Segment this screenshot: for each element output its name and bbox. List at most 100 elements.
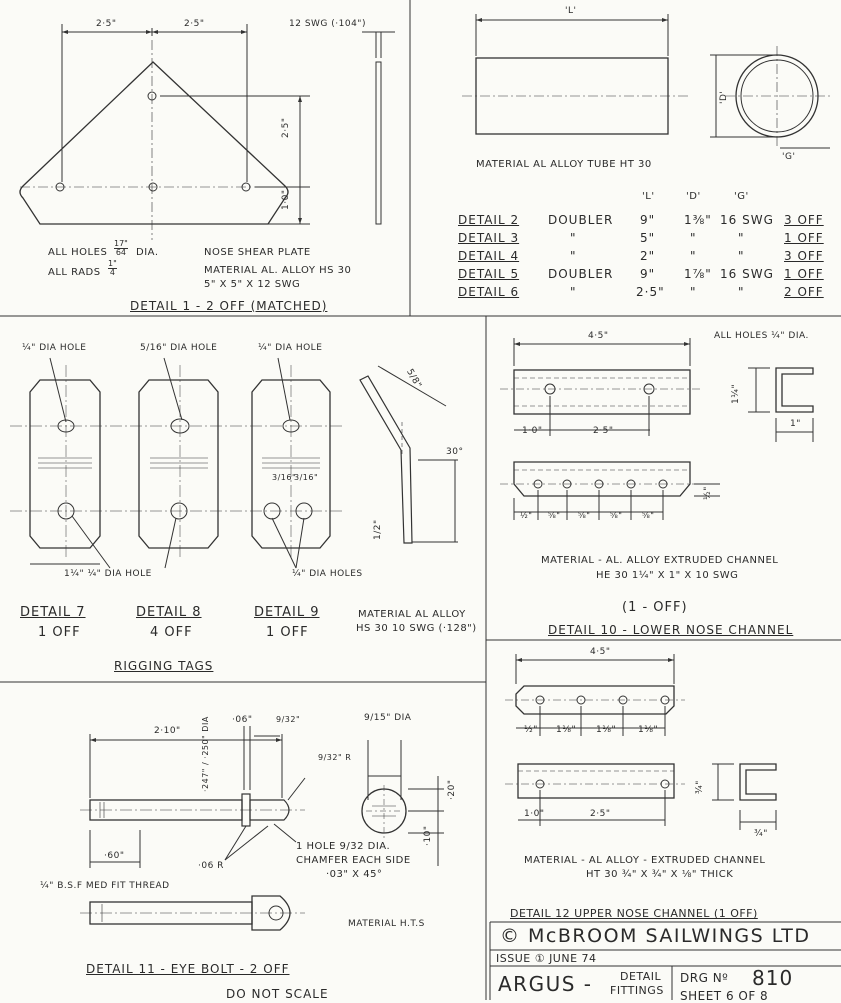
lower-channel-pitch-first: 1·0"	[522, 426, 543, 436]
eye-bolt-material: MATERIAL H.T.S	[348, 919, 425, 929]
eye-bolt-thread-length: ·60"	[104, 851, 125, 861]
detail-7-qty: 1 OFF	[38, 625, 81, 640]
row-detail: DETAIL 2	[458, 213, 520, 227]
table-row: DETAIL 4 " 2" " " 3 OFF	[458, 250, 838, 268]
upper-channel-pitch: ½"	[524, 725, 538, 735]
row-d: "	[690, 285, 697, 299]
holes-note-fraction: 17"64	[114, 239, 128, 257]
row-name: DOUBLER	[548, 213, 614, 227]
eye-bolt-eye-offset: ·10"	[423, 825, 433, 846]
row-l: 2·5"	[636, 285, 665, 299]
company-name: © McBROOM SAILWINGS LTD	[500, 925, 811, 947]
lower-channel-height: 1¼"	[731, 383, 741, 404]
row-g: "	[738, 285, 745, 299]
row-qty: 1 OFF	[784, 267, 824, 281]
row-name: "	[570, 231, 577, 245]
table-row: DETAIL 5 DOUBLER 9" 1⅞" 16 SWG 1 OFF	[458, 268, 838, 286]
nose-shear-plate-name: NOSE SHEAR PLATE	[204, 247, 311, 258]
row-qty: 1 OFF	[784, 231, 824, 245]
nose-shear-plate-size: 5" X 5" X 12 SWG	[204, 279, 301, 290]
row-l: 2"	[640, 249, 656, 263]
lower-channel-pitch: ⅝"	[610, 511, 623, 520]
bend-angle: 30°	[446, 447, 464, 457]
eye-bolt-length: 2·10"	[154, 726, 181, 736]
lower-channel-qty: (1 - OFF)	[622, 600, 688, 615]
eye-bolt-hole-note-2: CHAMFER EACH SIDE	[296, 855, 411, 866]
tube-material: MATERIAL AL ALLOY TUBE HT 30	[476, 159, 652, 170]
lower-channel-width: 1"	[790, 419, 801, 429]
row-name: "	[570, 249, 577, 263]
tag-7-hole-note: ¼" DIA HOLE	[22, 343, 87, 353]
upper-channel-material-2: HT 30 ¾" X ¾" X ⅛" THICK	[586, 869, 734, 880]
rigging-material-1: MATERIAL AL ALLOY	[358, 609, 466, 620]
do-not-scale-note: DO NOT SCALE	[226, 987, 329, 1001]
row-name: "	[570, 285, 577, 299]
upper-channel-pitch-first: 1·0"	[524, 809, 545, 819]
row-detail: DETAIL 6	[458, 285, 520, 299]
lower-channel-length: 4·5"	[588, 331, 609, 341]
eye-bolt-eye-dia: 9/15" DIA	[364, 713, 412, 723]
eye-bolt-shank-dia: ·247" / ·250" DIA	[201, 716, 210, 792]
tube-dim-length: 'L'	[565, 6, 577, 16]
upper-channel-pitch: 1⅛"	[556, 725, 577, 735]
tube-header-d: 'D'	[686, 191, 701, 202]
tube-header-l: 'L'	[642, 191, 655, 202]
detail-9-label: DETAIL 9	[254, 605, 320, 620]
eye-bolt-radius: 9/32" R	[318, 753, 352, 762]
dim-height-upper: 2·5"	[281, 117, 291, 138]
holes-note-suffix: DIA.	[136, 247, 159, 258]
tag-8-hole-note: 5/16" DIA HOLE	[140, 343, 218, 353]
rads-note-fraction: 1"4	[108, 259, 117, 277]
eye-bolt-eye-height: ·20"	[447, 779, 457, 800]
row-detail: DETAIL 5	[458, 267, 520, 281]
tag-bottom-hole-note: 1¼" ¼" DIA HOLE	[64, 569, 152, 579]
rads-note-prefix: ALL RADS	[48, 267, 101, 278]
row-g: "	[738, 249, 745, 263]
tag-9-bottom-holes-note: ¼" DIA HOLES	[292, 569, 363, 579]
eye-bolt-collar: ·06"	[232, 715, 253, 725]
row-d: "	[690, 249, 697, 263]
upper-channel-material-1: MATERIAL - AL ALLOY - EXTRUDED CHANNEL	[524, 855, 766, 866]
row-l: 5"	[640, 231, 656, 245]
upper-channel-pitch: 1⅛"	[638, 725, 659, 735]
fittings-label: FITTINGS	[610, 984, 664, 997]
detail-8-qty: 4 OFF	[150, 625, 193, 640]
upper-channel-pitch-span: 2·5"	[590, 809, 611, 819]
upper-channel-length: 4·5"	[590, 647, 611, 657]
lower-channel-holes: ALL HOLES ¼" DIA.	[714, 331, 809, 341]
drawing-number-label: DRG Nº	[680, 971, 729, 985]
row-d: 1⅞"	[684, 267, 712, 281]
eye-bolt-chamfer: 9/32"	[276, 715, 301, 724]
row-name: DOUBLER	[548, 267, 614, 281]
eye-bolt-fillet: ·06 R	[198, 861, 224, 871]
lower-channel-pitch: ½"	[520, 511, 533, 520]
detail-8-label: DETAIL 8	[136, 605, 202, 620]
upper-channel-height: ¾"	[695, 780, 705, 794]
row-g: 16 SWG	[720, 213, 774, 227]
detail-7-label: DETAIL 7	[20, 605, 86, 620]
lower-channel-pitch: ⅝"	[548, 511, 561, 520]
tag-9-spacing-a: 3/16"	[272, 473, 297, 482]
tube-dim-diameter: 'D'	[719, 90, 729, 104]
lower-channel-pitch: ⅝"	[578, 511, 591, 520]
row-l: 9"	[640, 267, 656, 281]
detail-1-title: DETAIL 1 - 2 OFF (MATCHED)	[130, 299, 328, 313]
detail-12-title: DETAIL 12 UPPER NOSE CHANNEL (1 OFF)	[510, 907, 758, 920]
dim-half-width-right: 2·5"	[184, 19, 205, 29]
issue-date: ISSUE ① JUNE 74	[496, 952, 597, 965]
project-name: ARGUS -	[498, 972, 593, 996]
dim-half-width-left: 2·5"	[96, 19, 117, 29]
eye-bolt-hole-note-1: 1 HOLE 9/32 DIA.	[296, 841, 391, 852]
detail-label: DETAIL	[620, 970, 662, 983]
row-detail: DETAIL 3	[458, 231, 520, 245]
tube-header-g: 'G'	[734, 191, 749, 202]
tag-9-spacing-b: 3/16"	[294, 473, 319, 482]
detail-10-title: DETAIL 10 - LOWER NOSE CHANNEL	[548, 623, 794, 637]
table-row: DETAIL 6 " 2·5" " " 2 OFF	[458, 286, 838, 304]
eye-bolt-hole-note-3: ·03" X 45°	[326, 869, 383, 880]
upper-channel-width: ¾"	[754, 829, 768, 839]
row-l: 9"	[640, 213, 656, 227]
lower-channel-material-1: MATERIAL - AL. ALLOY EXTRUDED CHANNEL	[541, 555, 779, 566]
lower-channel-pitch: ⅝"	[642, 511, 655, 520]
sheet-number: SHEET 6 OF 8	[680, 989, 769, 1003]
